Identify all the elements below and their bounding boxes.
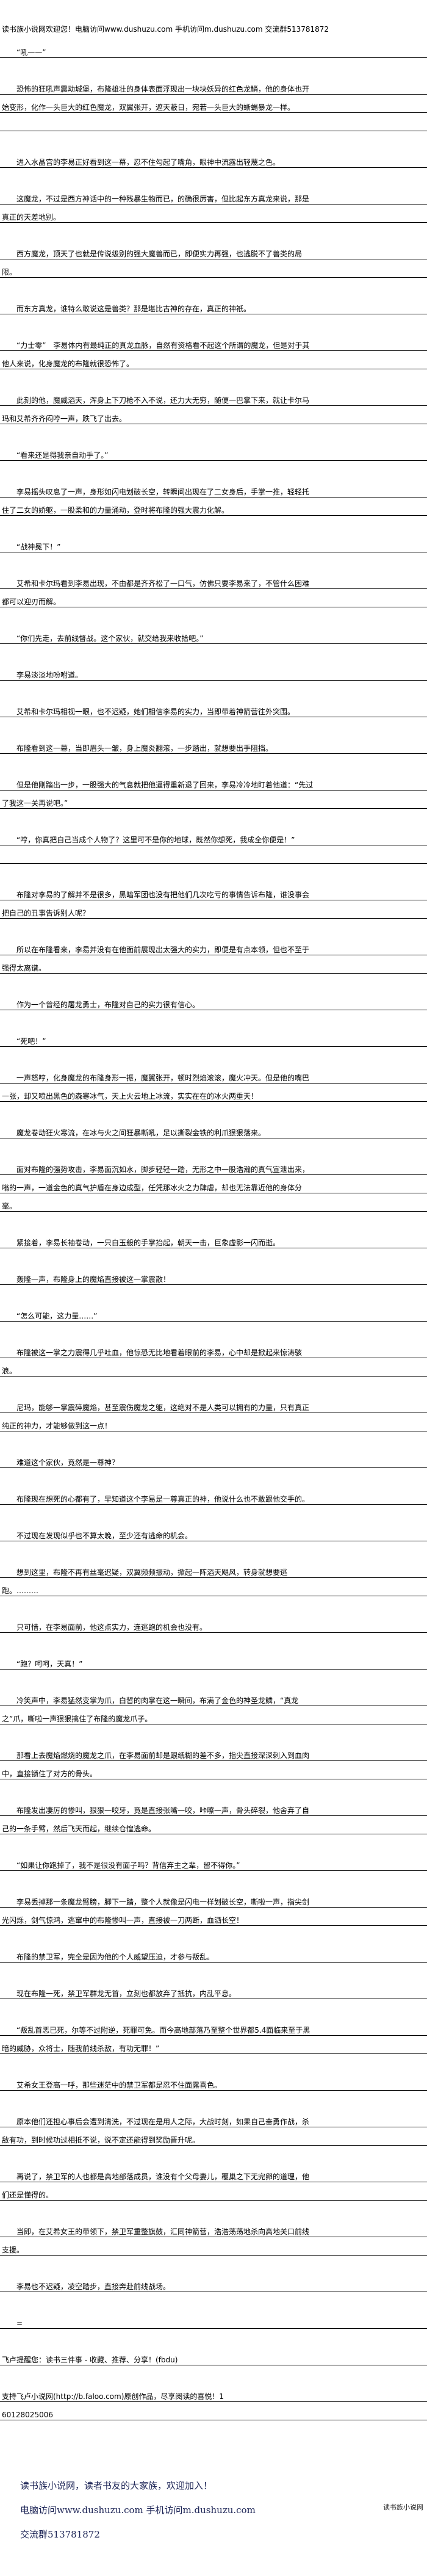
story-paragraph: 而东方真龙，谁特么敢说这是兽类？那是堪比古神的存在，真正的神祇。 — [0, 300, 427, 318]
story-paragraph: 那看上去魔焰燃烧的魔龙之爪，在李易面前却是跟纸糊的差不多，指尖直接深深刺入到血肉… — [0, 1746, 427, 1783]
story-paragraph: “你们先走，去前线督战。这个家伙，就交给我来收拾吧。” — [0, 629, 427, 648]
support-notice-line[interactable]: 支持飞卢小说网(http://b.faloo.com)原创作品，尽享阅读的喜悦！… — [2, 2392, 224, 2401]
story-paragraph: 所以在布隆看来，李易并没有在他面前展现出太强大的实力，即便是有点本领，但也不至于… — [0, 941, 427, 977]
story-paragraph: “哼，你真把自己当成个人物了？这里可不是你的地球，既然你想死，我成全你便是！” — [0, 831, 427, 867]
story-paragraph: 不过现在发现似乎也不算太晚，至少还有逃命的机会。 — [0, 1527, 427, 1545]
story-paragraph: 艾希和卡尔玛相视一眼，也不迟疑，她们相信李易的实力，当即带着神箭营往外突围。 — [0, 703, 427, 721]
footer-group-number: 交流群513781872 — [20, 2529, 100, 2540]
story-paragraph: “吼——” — [0, 43, 427, 62]
story-paragraph: 原本他们还担心事后会遭到清洗，不过现在是用人之际，大战时刻，如果自己奋勇作战，杀… — [0, 2113, 427, 2149]
story-paragraph: 作为一个曾经的屠龙勇士，布隆对自己的实力很有信心。 — [0, 996, 427, 1014]
reading-reminder: 飞卢提醒您：读书三件事 - 收藏、推荐、分享！(fbdu) — [0, 2351, 427, 2369]
story-paragraph: 布隆的禁卫军，完全是因为他的个人威望压迫，才参与叛乱。 — [0, 1948, 427, 1966]
story-paragraph: 恐怖的狂吼声震动城堡，布隆雄壮的身体表面浮现出一块块妖异的红色龙鳞，他的身体也开… — [0, 80, 427, 135]
story-paragraph: “叛乱首恶已死，尔等不过附逆，死罪可免。而今高地部落乃至整个世界都5.4面临来至… — [0, 2021, 427, 2058]
site-footer: 读书族小说网，读者书友的大家族，欢迎加入！ 电脑访问www.dushuzu.co… — [20, 2473, 423, 2547]
story-paragraph: “看来还是得我亲自动手了。” — [0, 446, 427, 465]
story-paragraph: 一声怒哼，化身魔龙的布隆身形一振，魔翼张开，顿时烈焰滚滚，魔火冲天。但是他的嘴巴… — [0, 1069, 427, 1105]
footer-slogan: 读书族小说网，读者书友的大家族，欢迎加入！ — [20, 2480, 213, 2491]
site-welcome-header: 读书族小说网欢迎您！电脑访问www.dushuzu.com 手机访问m.dush… — [2, 25, 329, 34]
support-notice: 支持飞卢小说网(http://b.faloo.com)原创作品，尽享阅读的喜悦！… — [0, 2387, 427, 2424]
story-paragraph: 面对布隆的强势攻击，李易面沉如水，脚步轻轻一踏，无形之中一股浩瀚的真气宣泄出来，… — [0, 1160, 427, 1215]
story-paragraph: 此刻的他，魔威滔天，浑身上下刀枪不入不说，还力大无穷，随便一巴掌下来，就让卡尔马… — [0, 391, 427, 428]
story-paragraph: 李易摇头叹息了一声，身形如闪电划破长空，转瞬间出现在了二女身后，手掌一推，轻轻托… — [0, 483, 427, 519]
story-paragraph: 李易也不迟疑，凌空踏步，直接奔赴前线战场。 — [0, 2278, 427, 2296]
story-paragraph: 轰隆一声，布隆身上的魔焰直接被这一掌震散！ — [0, 1270, 427, 1289]
footer-brand-text: 读书族小说网 — [383, 2503, 423, 2511]
story-paragraph: 这魔龙，不过是西方神话中的一种残暴生物而已，的确很厉害，但比起东方真龙来说，那是… — [0, 190, 427, 226]
story-paragraph: 魔龙卷动狂火寒流，在冰与火之间狂暴嘶吼，足以撕裂金铁的利爪狠狠落来。 — [0, 1124, 427, 1142]
story-paragraph: 布隆发出凄厉的惨叫，狠狠一咬牙，竟是直接张嘴一咬，咔嚓一声，骨头碎裂，他舍弃了自… — [0, 1801, 427, 1838]
story-paragraph: 但是他刚踏出一步，一股强大的气息就把他逼得重新退了回来，李易冷冷地盯着他道：“先… — [0, 776, 427, 812]
story-paragraph: “怎么可能，这力量……” — [0, 1307, 427, 1325]
story-paragraph: “力士零” 李易体内有最纯正的真龙血脉，自然有资格看不起这个所谓的魔龙，但是对于… — [0, 336, 427, 373]
story-paragraph: “死吧！” — [0, 1032, 427, 1051]
story-paragraph: “战神冕下！” — [0, 538, 427, 556]
story-paragraph: 李易丢掉那一条魔龙臂膀，脚下一踏，整个人就像是闪电一样划破长空，嘶啦一声，指尖剑… — [0, 1893, 427, 1930]
story-paragraph: 冷笑声中，李易猛然变掌为爪，白皙的肉掌在这一瞬间，布满了金色的神圣龙鳞，“真龙之… — [0, 1691, 427, 1728]
story-paragraph: 布隆现在想死的心都有了，早知道这个李易是一尊真正的神，他说什么也不敢跟他交手的。 — [0, 1490, 427, 1508]
story-paragraph: “跑？呵呵，天真！” — [0, 1655, 427, 1673]
story-paragraph: 只可惜，在李易面前，他这点实力，连逃跑的机会也没有。 — [0, 1618, 427, 1637]
story-paragraph: 布隆被这一掌之力震得几乎吐血，他惊恐无比地看着眼前的李易，心中却是掀起来惊涛骇浪… — [0, 1344, 427, 1380]
story-paragraph: “如果让你跑掉了，我不是很没有面子吗？背信弃主之辈，留不得你。” — [0, 1856, 427, 1875]
support-notice-line: 60128025006 — [2, 2411, 53, 2419]
chapter-body: “吼——” 恐怖的狂吼声震动城堡，布隆雄壮的身体表面浮现出一块块妖异的红色龙鳞，他… — [0, 43, 427, 2442]
story-paragraph: 艾希和卡尔玛看到李易出现，不由都是齐齐松了一口气，仿佛只要李易来了，不管什么困难… — [0, 574, 427, 611]
story-paragraph: 艾希女王登高一呼，那些迷茫中的禁卫军都是忍不住面露喜色。 — [0, 2076, 427, 2094]
story-paragraph: 布隆看到这一幕，当即眉头一皱，身上魔炎翻滚，一步踏出，就想要出手阻挡。 — [0, 739, 427, 758]
story-paragraph: 进入水晶宫的李易正好看到这一幕，忍不住勾起了嘴角，眼神中流露出轻蔑之色。 — [0, 153, 427, 172]
story-paragraph: 现在布隆一死，禁卫军群龙无首，立刻也都放弃了抵抗，内乱平息。 — [0, 1984, 427, 2003]
story-paragraph: 想到这里，布隆不再有丝毫迟疑，双翼频频振动，掀起一阵滔天飓风，转身就想要逃跑。…… — [0, 1563, 427, 1600]
footer-access-links[interactable]: 电脑访问www.dushuzu.com 手机访问m.dushuzu.com — [20, 2505, 256, 2516]
story-paragraph: 再说了，禁卫军的人也都是高地部落成员，谁没有个父母妻儿，覆巢之下无完卵的道理，他… — [0, 2168, 427, 2204]
story-paragraph: 当即，在艾希女王的带领下，禁卫军重整旗鼓，汇同神箭营，浩浩荡荡地杀向高地关口前线… — [0, 2223, 427, 2259]
story-paragraph: 西方魔龙，顶天了也就是传说级别的强大魔兽而已，即便实力再强，也逃脱不了兽类的局限… — [0, 245, 427, 281]
story-paragraph: = — [0, 2314, 427, 2332]
story-paragraph: 紧接着，李易长袖卷动，一只白玉般的手掌抬起，朝天一击，巨象虚影一闪而逝。 — [0, 1234, 427, 1252]
story-paragraph: 布隆对李易的了解并不是很多，黑暗军团也没有把他们几次吃亏的事情告诉布隆，谁没事会… — [0, 886, 427, 922]
story-paragraph: 李易淡淡地吩咐道。 — [0, 666, 427, 684]
story-paragraph: 尼玛，能够一掌震碎魔焰，甚至震伤魔龙之躯，这绝对不是人类可以拥有的力量，只有真正… — [0, 1398, 427, 1435]
story-paragraph: 难道这个家伙，竟然是一尊神？ — [0, 1453, 427, 1472]
